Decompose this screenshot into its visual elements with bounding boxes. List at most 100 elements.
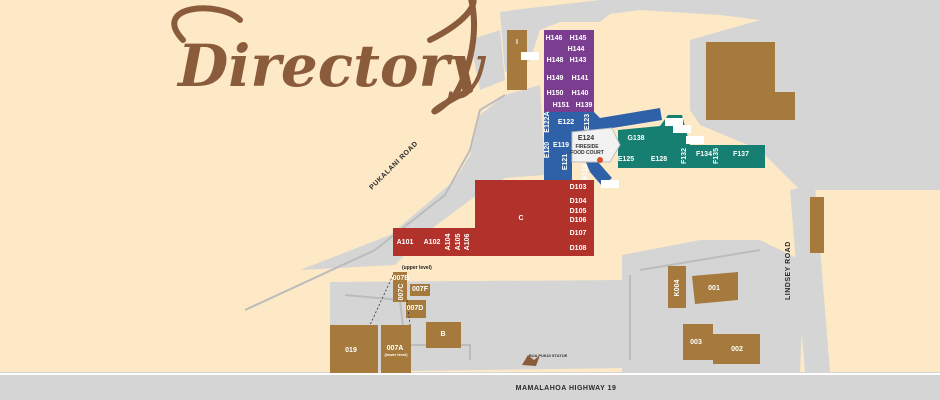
building-007A bbox=[381, 325, 411, 373]
red-wing bbox=[393, 180, 594, 256]
unit-h141[interactable]: H141 bbox=[572, 75, 589, 82]
unit-007a[interactable]: 007A bbox=[387, 345, 404, 352]
unit-001[interactable]: 001 bbox=[708, 285, 720, 292]
unit-007f[interactable]: 007F bbox=[412, 286, 429, 293]
unit-h143[interactable]: H143 bbox=[570, 57, 587, 64]
unit-h146[interactable]: H146 bbox=[546, 35, 563, 42]
unit-h149[interactable]: H149 bbox=[547, 75, 564, 82]
unit-f134[interactable]: F134 bbox=[696, 151, 712, 158]
unit-h139[interactable]: H139 bbox=[576, 102, 593, 109]
unit-e123[interactable]: E123 bbox=[584, 114, 591, 130]
unit-e121[interactable]: E121 bbox=[562, 154, 569, 170]
lower-level-label: (lower level) bbox=[384, 352, 408, 357]
unit-e118[interactable]: E118 bbox=[582, 164, 589, 180]
food-court-name-line1: FIRESIDE bbox=[575, 144, 599, 150]
road-mamalahoa: MAMALAHOA HIGHWAY 19 bbox=[516, 385, 617, 392]
unit-e122a[interactable]: E122A bbox=[544, 111, 551, 132]
curb-west bbox=[244, 94, 506, 311]
unit-callout-bg bbox=[686, 136, 704, 144]
building-K004 bbox=[668, 266, 686, 308]
statue-label: BUA PUKUI STATUE bbox=[529, 353, 568, 358]
building-007D bbox=[406, 300, 426, 318]
unit-callout-bg bbox=[521, 52, 539, 60]
building-B bbox=[426, 322, 461, 348]
unit-d103[interactable]: D103 bbox=[570, 184, 587, 191]
unit-k004[interactable]: K004 bbox=[674, 280, 681, 297]
title-swash bbox=[171, 0, 478, 115]
food-court bbox=[571, 127, 621, 163]
unit-a102[interactable]: A102 bbox=[424, 239, 441, 246]
unit-d108[interactable]: D108 bbox=[570, 245, 587, 252]
unit-h151[interactable]: H151 bbox=[553, 102, 570, 109]
building-north-east bbox=[706, 42, 795, 120]
road-pukalani: PUKALANI ROAD bbox=[368, 140, 419, 191]
building-I bbox=[507, 30, 527, 90]
building-007B bbox=[393, 272, 407, 286]
west-lot bbox=[300, 85, 545, 270]
unit-a101[interactable]: A101 bbox=[397, 239, 414, 246]
unit-019[interactable]: 019 bbox=[345, 347, 357, 354]
north-strip bbox=[470, 30, 505, 90]
unit-g138[interactable]: G138 bbox=[627, 135, 644, 142]
road-lindsey: LINDSEY ROAD bbox=[785, 241, 792, 300]
unit-C bbox=[475, 180, 570, 256]
unit-e109[interactable]: E109 bbox=[602, 181, 618, 188]
unit-h144[interactable]: H144 bbox=[568, 46, 585, 53]
unit-a106[interactable]: A106 bbox=[464, 234, 471, 251]
page-title: Directory bbox=[176, 32, 487, 100]
unit-002[interactable]: 002 bbox=[731, 346, 743, 353]
east-strip bbox=[790, 185, 830, 372]
unit-a104[interactable]: A104 bbox=[445, 234, 452, 251]
unit-007c[interactable]: 007C bbox=[398, 284, 405, 301]
unit-e125[interactable]: E125 bbox=[618, 156, 634, 163]
unit-d104[interactable]: D104 bbox=[570, 198, 587, 205]
unit-callout-bg bbox=[601, 180, 619, 188]
purple-wing bbox=[544, 30, 594, 112]
unit-f137[interactable]: F137 bbox=[733, 151, 749, 158]
unit-f129[interactable]: F129 bbox=[687, 137, 703, 144]
blue-wing bbox=[544, 108, 662, 186]
fire-icon bbox=[597, 157, 603, 163]
curb-east bbox=[629, 249, 761, 360]
unit-h147[interactable]: H147 bbox=[522, 53, 539, 60]
teal-wing bbox=[618, 115, 765, 168]
unit-h140[interactable]: H140 bbox=[572, 90, 589, 97]
upper-level-link bbox=[369, 274, 411, 326]
unit-d106[interactable]: D106 bbox=[570, 217, 587, 224]
unit-b[interactable]: B bbox=[440, 331, 445, 338]
statue-icon bbox=[522, 355, 540, 366]
unit-f135[interactable]: F135 bbox=[713, 148, 720, 164]
unit-e119[interactable]: E119 bbox=[553, 142, 569, 149]
unit-i[interactable]: I bbox=[516, 39, 518, 46]
unit-d105[interactable]: D105 bbox=[570, 208, 587, 215]
building-002 bbox=[713, 334, 760, 364]
unit-a105[interactable]: A105 bbox=[455, 234, 462, 251]
unit-e120[interactable]: E120 bbox=[544, 142, 551, 158]
unit-003[interactable]: 003 bbox=[690, 339, 702, 346]
building-001 bbox=[692, 272, 738, 304]
brown-buildings bbox=[330, 30, 824, 373]
dashed-links bbox=[369, 274, 411, 326]
unit-h145[interactable]: H145 bbox=[570, 35, 587, 42]
building-east bbox=[810, 197, 824, 253]
unit-h148[interactable]: H148 bbox=[547, 57, 564, 64]
unit-e140[interactable]: E140 bbox=[674, 126, 690, 133]
building-003 bbox=[683, 324, 713, 360]
unit-e139[interactable]: E139 bbox=[666, 119, 682, 126]
unit-c[interactable]: C bbox=[518, 215, 523, 222]
unit-f132[interactable]: F132 bbox=[681, 148, 688, 164]
unit-007d[interactable]: 007D bbox=[407, 305, 424, 312]
unit-d107[interactable]: D107 bbox=[570, 230, 587, 237]
upper-level-label: (upper level) bbox=[402, 265, 432, 271]
unit-e122[interactable]: E122 bbox=[558, 119, 574, 126]
building-007F bbox=[410, 284, 430, 296]
food-court-name-line2: FOOD COURT bbox=[570, 150, 604, 156]
unit-e128[interactable]: E128 bbox=[651, 156, 667, 163]
unit-007b[interactable]: 007B bbox=[393, 275, 410, 282]
unit-h150[interactable]: H150 bbox=[547, 90, 564, 97]
food-court-id: E124 bbox=[578, 135, 594, 142]
unit-D-block bbox=[570, 180, 594, 256]
unit-callout-bg bbox=[665, 118, 683, 126]
